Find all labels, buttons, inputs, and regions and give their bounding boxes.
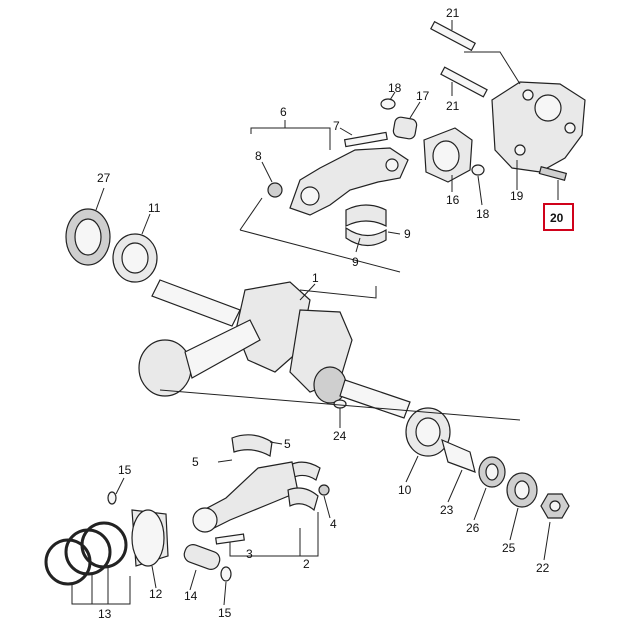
callout-6: 6 bbox=[280, 105, 287, 119]
callout-1: 1 bbox=[312, 271, 319, 285]
callout-27: 27 bbox=[97, 171, 111, 185]
housing-assembly bbox=[380, 20, 586, 183]
bearing-9-lower bbox=[345, 226, 387, 247]
housing-hole-c bbox=[514, 144, 526, 156]
conrod-small-end bbox=[192, 507, 218, 533]
highlight-box-20 bbox=[543, 203, 574, 231]
callout-14: 14 bbox=[184, 589, 198, 603]
callout-19: 19 bbox=[510, 189, 524, 203]
callout-3: 3 bbox=[246, 547, 253, 561]
callout-2: 2 bbox=[303, 557, 310, 571]
callout-25: 25 bbox=[502, 541, 516, 555]
callout-5-left: 5 bbox=[192, 455, 199, 469]
callout-9-right: 9 bbox=[404, 227, 411, 241]
housing-hole-a bbox=[522, 89, 534, 101]
callout-10: 10 bbox=[398, 483, 412, 497]
piston-pin-14 bbox=[183, 544, 221, 570]
bearing-9-upper bbox=[345, 204, 387, 227]
lever-assembly bbox=[267, 131, 409, 247]
callout-18-lower: 18 bbox=[476, 207, 490, 221]
connecting-rod-2 bbox=[195, 461, 299, 531]
callout-7: 7 bbox=[333, 119, 340, 133]
callout-22: 22 bbox=[536, 561, 550, 575]
nut-8 bbox=[267, 182, 283, 198]
clip-15-top bbox=[107, 491, 117, 505]
left-seal-bearing bbox=[65, 208, 158, 283]
callout-23: 23 bbox=[440, 503, 454, 517]
leader-lines bbox=[71, 20, 559, 606]
bolt-7 bbox=[343, 131, 388, 148]
crankshaft-right-end bbox=[339, 379, 411, 419]
key-24 bbox=[333, 399, 347, 409]
dowel-pin-21-top bbox=[430, 20, 476, 52]
bearing-10-inner bbox=[415, 417, 441, 447]
bearing-11-inner bbox=[121, 242, 149, 274]
dowel-pin-21-lower bbox=[440, 66, 488, 98]
crankshaft-1 bbox=[138, 279, 411, 419]
callout-21-lower: 21 bbox=[446, 99, 460, 113]
nut-22-hole bbox=[549, 500, 561, 512]
callout-20[interactable]: 20 bbox=[550, 211, 564, 225]
clip-15-lower bbox=[220, 566, 232, 582]
housing-hole-b bbox=[564, 122, 576, 134]
callout-17: 17 bbox=[416, 89, 430, 103]
oil-seal-27-inner bbox=[74, 218, 102, 256]
spacer-23 bbox=[441, 438, 476, 473]
bearing-5-lower bbox=[289, 461, 321, 481]
callout-21-top: 21 bbox=[446, 6, 460, 20]
callout-5-right: 5 bbox=[284, 437, 291, 451]
housing-bore bbox=[534, 94, 562, 122]
bolt-3 bbox=[215, 533, 245, 545]
conrod-assembly-view bbox=[184, 319, 261, 379]
lever-hole bbox=[385, 158, 399, 172]
callout-12: 12 bbox=[149, 587, 163, 601]
callout-15-top: 15 bbox=[118, 463, 132, 477]
conrod-cap bbox=[287, 487, 319, 512]
lever-6 bbox=[289, 147, 409, 216]
callout-16: 16 bbox=[446, 193, 460, 207]
callout-15-lower: 15 bbox=[218, 606, 232, 620]
circlip-18-top bbox=[380, 98, 396, 110]
callout-4: 4 bbox=[330, 517, 337, 531]
callout-18-top: 18 bbox=[388, 81, 402, 95]
callout-9-lower: 9 bbox=[352, 255, 359, 269]
collar-17 bbox=[392, 116, 418, 140]
crankshaft-left-end bbox=[151, 279, 241, 327]
bearing-holder-bore bbox=[432, 140, 460, 172]
nut-4 bbox=[318, 484, 330, 496]
oil-seal-25-inner bbox=[514, 480, 530, 500]
piston-group bbox=[44, 491, 232, 586]
callout-labels: 21 21 18 17 6 7 8 16 18 19 20 27 11 9 9 … bbox=[97, 6, 574, 621]
piston-assembly-view bbox=[138, 339, 192, 397]
circlip-18-lower bbox=[471, 164, 485, 176]
crank-gear bbox=[313, 366, 347, 404]
lever-eye bbox=[300, 186, 320, 206]
callout-26: 26 bbox=[466, 521, 480, 535]
bearing-5-upper bbox=[231, 434, 273, 457]
callout-8: 8 bbox=[255, 149, 262, 163]
conrod-assembly bbox=[192, 434, 330, 545]
piston-12-crown bbox=[131, 509, 165, 567]
callout-11: 11 bbox=[148, 201, 161, 215]
right-shaft-parts bbox=[405, 407, 570, 519]
bolt-20 bbox=[538, 166, 568, 181]
piston-ring-13c bbox=[80, 521, 128, 569]
callout-24: 24 bbox=[333, 429, 347, 443]
callout-13: 13 bbox=[98, 607, 112, 621]
washer-26-inner bbox=[485, 463, 499, 481]
